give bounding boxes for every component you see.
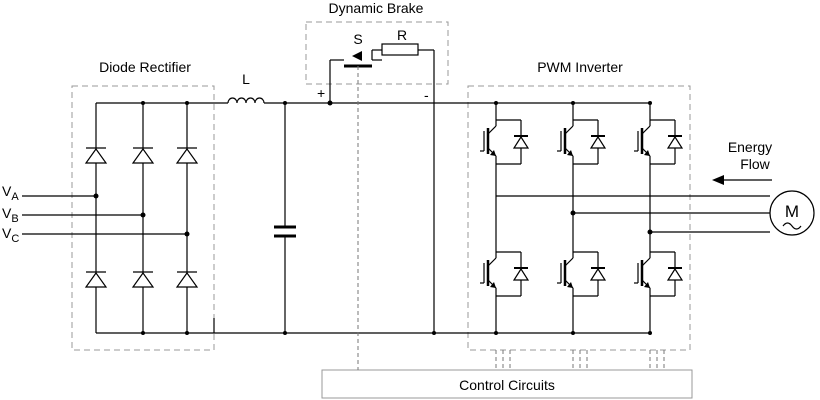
- control-circuits-label: Control Circuits: [459, 377, 555, 393]
- rectifier-leg-b: [133, 103, 153, 333]
- resistor-label: R: [397, 27, 407, 43]
- igbt-upper-1: [480, 116, 528, 168]
- igbt-upper-2: [557, 116, 605, 168]
- phase-a-label: VA: [2, 183, 19, 203]
- igbt-lower-2: [557, 248, 605, 300]
- rectifier-leg-c: [177, 103, 197, 333]
- phase-b-label: VB: [2, 205, 19, 225]
- rectifier-leg-a: [86, 103, 106, 333]
- dc-link-capacitor: [274, 103, 296, 333]
- plus-label: +: [317, 85, 325, 101]
- switch-label: S: [353, 31, 362, 47]
- brake-resistor: [382, 44, 418, 55]
- minus-label: -: [424, 87, 429, 103]
- diode-rectifier-title: Diode Rectifier: [99, 59, 191, 75]
- phase-c-label: VC: [2, 225, 19, 245]
- energy-flow-label-2: Flow: [740, 156, 770, 172]
- igbt-upper-3: [634, 116, 682, 168]
- dc-link-inductor: [228, 98, 264, 103]
- inverter-legs: [480, 101, 682, 335]
- inductor-label: L: [242, 71, 250, 87]
- motor: M: [770, 191, 814, 235]
- dynamic-brake-box: [306, 22, 448, 84]
- energy-flow-arrow-icon: [712, 175, 772, 185]
- igbt-lower-3: [634, 248, 682, 300]
- pwm-inverter-title: PWM Inverter: [537, 59, 623, 75]
- pwm-inverter-box: [468, 86, 690, 350]
- dynamic-brake-circuit: [330, 44, 434, 333]
- dynamic-brake-title: Dynamic Brake: [329, 0, 424, 16]
- motor-label: M: [785, 202, 799, 221]
- energy-flow-label-1: Energy: [728, 139, 772, 155]
- igbt-lower-1: [480, 248, 528, 300]
